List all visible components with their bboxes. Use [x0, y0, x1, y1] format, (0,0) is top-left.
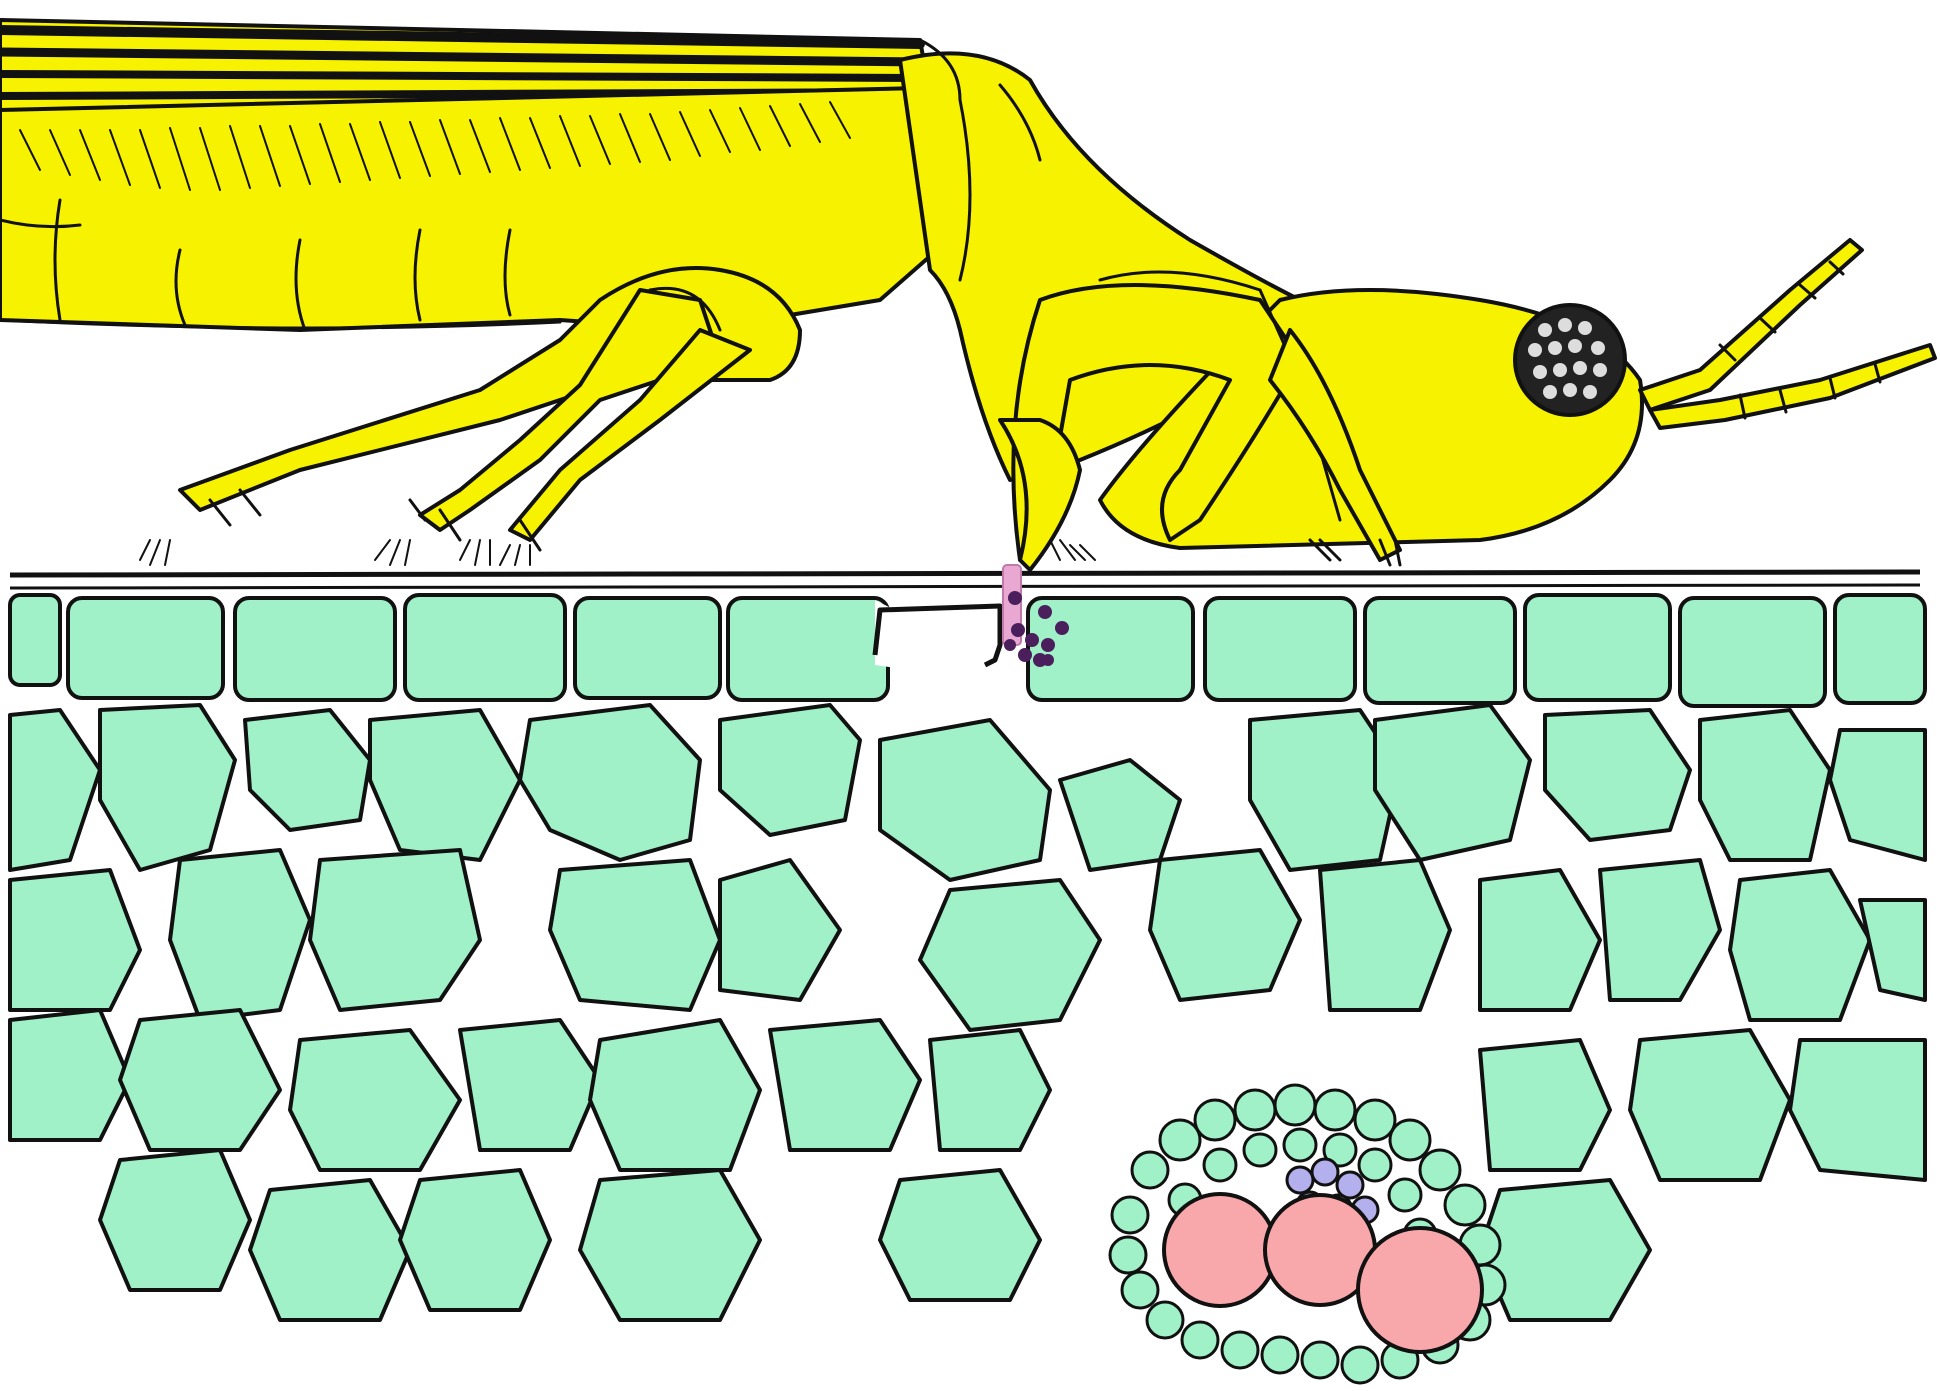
- abdomen: [0, 88, 960, 330]
- leaf-cuticle: [10, 572, 1920, 575]
- compound-eye-icon: [1515, 305, 1625, 415]
